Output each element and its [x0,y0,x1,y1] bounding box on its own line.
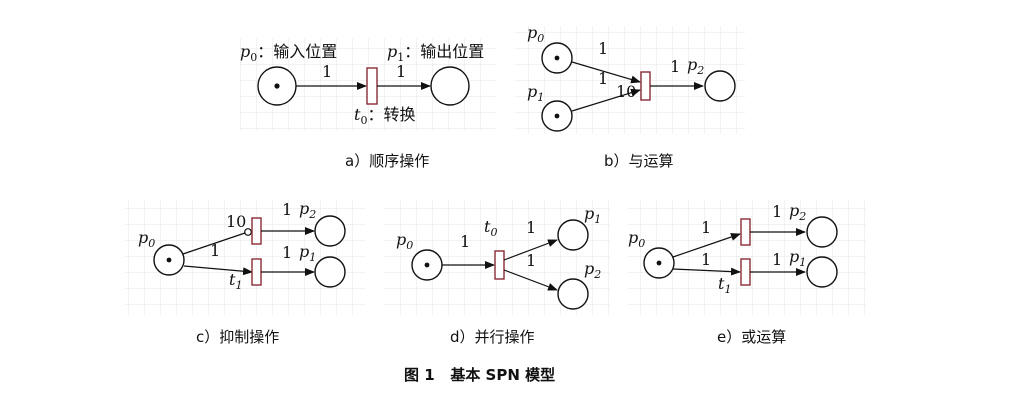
panel-d: p0 1 t0 1 1 p1 p2 d）并行操作 [385,200,610,346]
e-token [656,260,662,266]
b-weight-out: 1 [670,57,680,76]
d-weight-out-bot: 1 [526,251,536,270]
c-transition-top [251,217,262,245]
d-t0-label: t0 [484,217,497,239]
c-weight-out-top: 1 [282,200,292,219]
e-p1-label: p1 [789,247,806,269]
b-arc-p0 [571,61,641,84]
b-transition [640,71,651,101]
e-transition-t1 [740,258,751,286]
b-p0-label: p0 [527,23,544,45]
e-place-p2 [806,216,838,248]
c-weight-out-bot: 1 [282,243,292,262]
a-transition-t0 [366,67,378,105]
a-t0-label: t0：转换 [354,105,415,127]
c-weight-in: 1 [210,241,220,260]
e-p0-label: p0 [628,228,645,250]
d-weight-in: 1 [460,232,470,251]
c-token [166,257,172,263]
b-weight-p1: 1 [598,69,608,88]
d-p0-label: p0 [396,230,413,252]
b-token-p0 [554,55,560,61]
a-caption: a）顺序操作 [345,152,429,170]
d-place-p2 [557,278,589,310]
a-token [274,83,280,89]
d-arc-out-bot [503,269,558,291]
b-arc-p1 [571,88,641,112]
e-weight-out-bot: 1 [772,250,782,269]
a-p1-label: p1：输出位置 [387,42,484,64]
figure-title: 图 1 基本 SPN 模型 [404,366,555,384]
e-caption: e）或运算 [717,328,786,346]
e-t1-label: t1 [718,274,731,296]
a-weight-out: 1 [396,62,406,81]
d-p1-label: p1 [584,204,601,226]
d-arc-out-top [503,239,558,261]
e-weight-bot: 1 [701,250,711,269]
b-caption: b）与运算 [604,152,674,170]
e-arc-bot [672,267,741,276]
d-place-p1 [557,219,589,251]
c-arc-inhibitor [182,232,246,255]
panel-c: p0 10 1 t1 1 1 p2 p1 c）抑制操作 [125,199,365,346]
d-caption: d）并行操作 [450,328,535,346]
a-place-p1 [430,66,470,106]
e-place-p1 [806,256,838,288]
c-arc-in [183,265,253,276]
a-p0-label: p0：输入位置 [240,42,337,64]
d-weight-out-top: 1 [526,218,536,237]
c-p1-label: p1 [299,242,316,264]
c-caption: c）抑制操作 [196,328,279,346]
b-p1-label: p1 [527,82,544,104]
b-place-p2 [704,70,736,102]
c-place-p1 [314,256,346,288]
b-token-p1 [554,113,560,119]
c-p2-label: p2 [299,199,316,221]
b-p2-label: p2 [687,55,704,77]
e-weight-out-top: 1 [772,202,782,221]
c-weight-inh: 10 [226,212,246,231]
d-transition-t0 [494,250,505,280]
c-p0-label: p0 [138,228,155,250]
e-weight-top: 1 [701,218,711,237]
d-p2-label: p2 [584,259,601,281]
a-weight-in: 1 [322,62,332,81]
e-transition-top [740,218,751,246]
b-weight-p1b: 10 [616,82,636,101]
e-arc-top [672,233,741,258]
c-transition-t1 [251,258,262,286]
c-t1-label: t1 [229,270,242,292]
d-token [424,262,430,268]
panel-b: p0 p1 1 1 10 1 p2 b）与运算 [515,23,745,170]
panel-e: p0 1 1 t1 1 1 p2 p1 e）或运算 [628,200,866,346]
e-p2-label: p2 [789,201,806,223]
c-place-p2 [314,215,346,247]
panel-a: p0：输入位置 p1：输出位置 1 1 t0：转换 a）顺序操作 [240,38,495,170]
b-weight-p0: 1 [598,39,608,58]
